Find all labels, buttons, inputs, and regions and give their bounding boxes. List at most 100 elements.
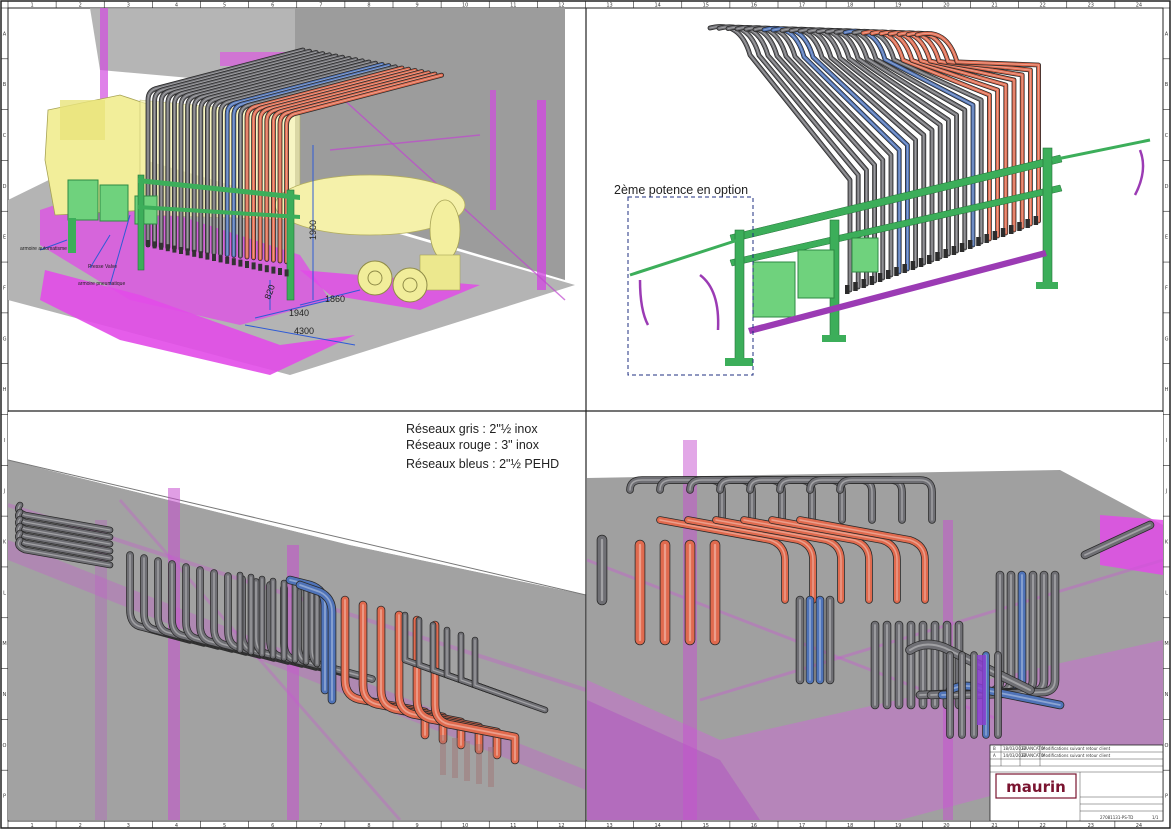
grid-row-label: H: [1165, 387, 1169, 393]
grid-col-label: 22: [1040, 3, 1046, 9]
callout-armoire-pneumatique: armoire pneumatique: [78, 281, 125, 287]
network-red-label: Réseaux rouge : 3" inox: [406, 438, 540, 452]
grid-row-label: A: [1165, 31, 1169, 37]
rev-a-date: 14/03/2022: [1003, 753, 1027, 758]
pipe-network-bottom-left: [15, 501, 549, 787]
grid-col-label: 14: [655, 3, 661, 9]
dimension-lines: [39, 145, 361, 346]
grid-row-label: H: [3, 387, 7, 393]
company-logo: [995, 773, 1077, 799]
grid-row-label: J: [1165, 489, 1167, 495]
grid-col-label: 10: [462, 3, 468, 9]
title-block: 18/03/2022 BRANCATO Modifications suivan…: [989, 744, 1164, 822]
grid-col-label: 8: [367, 823, 370, 829]
grid-col-label: 17: [799, 823, 805, 829]
view-top-left: 1900 820 1860 1940 4300 armoire automati…: [8, 8, 575, 375]
grid-col-label: 12: [558, 3, 564, 9]
sheet-number: 1/1: [1152, 815, 1159, 820]
network-blue-label: Réseaux bleus : 2"½ PEHD: [406, 457, 559, 471]
grid-row-label: O: [1165, 743, 1169, 749]
grid-col-label: 7: [319, 823, 322, 829]
grid-row-label: O: [3, 743, 7, 749]
dim-1900: 1900: [308, 220, 318, 240]
grid-col-label: 19: [895, 823, 901, 829]
grid-col-label: 6: [271, 823, 274, 829]
drawing-number: 27081131-PS-TD: [1100, 815, 1133, 820]
network-grey-label: Réseaux gris : 2"½ inox: [406, 422, 538, 436]
grid-col-label: 17: [799, 3, 805, 9]
grid-col-label: 16: [751, 3, 757, 9]
rev-a-letter: A: [993, 753, 996, 758]
grid-col-label: 12: [558, 823, 564, 829]
grid-col-label: 4: [175, 3, 178, 9]
grid-row-label: D: [3, 184, 7, 190]
grid-row-label: D: [1165, 184, 1169, 190]
grid-col-label: 24: [1136, 3, 1142, 9]
grid-col-label: 7: [319, 3, 322, 9]
grid-col-label: 18: [847, 823, 853, 829]
grid-col-label: 20: [943, 823, 949, 829]
grid-row-label: N: [1165, 692, 1169, 698]
grid-col-label: 19: [895, 3, 901, 9]
grid-row-label: M: [1164, 641, 1168, 647]
grid-row-label: L: [3, 590, 6, 596]
grid-row-label: N: [3, 692, 7, 698]
grid-row-label: E: [1165, 235, 1168, 241]
grid-col-label: 1: [30, 3, 33, 9]
grid-row-label: C: [1165, 133, 1169, 139]
rev-a-desc: Modifications suivant retour client: [1042, 753, 1111, 758]
grid-col-label: 6: [271, 3, 274, 9]
grid-col-label: 9: [415, 823, 418, 829]
dim-1940: 1940: [289, 308, 309, 318]
grid-row-label: I: [4, 438, 5, 444]
grid-row-label: B: [3, 82, 7, 88]
dim-1860: 1860: [325, 294, 345, 304]
option-box: [627, 196, 754, 376]
grid-row-label: L: [1165, 590, 1168, 596]
grid-col-label: 23: [1088, 3, 1094, 9]
grid-row-label: B: [1165, 82, 1169, 88]
green-structure-top-left: [67, 174, 300, 301]
view-top-right: 2ème potence en option: [614, 24, 1151, 376]
grid-row-label: K: [1165, 540, 1169, 546]
grid-col-label: 11: [510, 3, 516, 9]
grid-col-label: 11: [510, 823, 516, 829]
grid-col-label: 1: [30, 823, 33, 829]
rev-b-date: 18/03/2022: [1003, 746, 1027, 751]
grid-col-label: 14: [655, 823, 661, 829]
green-structure-top-right: [629, 138, 1151, 366]
grid-row-label: A: [3, 31, 7, 37]
grid-col-label: 10: [462, 823, 468, 829]
grid-col-label: 21: [991, 3, 997, 9]
grid-row-label: J: [3, 489, 5, 495]
grid-row-label: F: [1165, 285, 1168, 291]
grid-row-label: I: [1166, 438, 1167, 444]
grid-col-label: 18: [847, 3, 853, 9]
grid-col-label: 4: [175, 823, 178, 829]
callout-armoire-automatisme: armoire automatisme: [20, 246, 67, 252]
grid-col-label: 21: [991, 823, 997, 829]
logo-text: maurin: [1006, 778, 1066, 796]
option-label: 2ème potence en option: [614, 183, 748, 197]
rev-b-author: BRANCATO: [1022, 746, 1044, 751]
grid-col-label: 23: [1088, 823, 1094, 829]
pipe-bank-top-left: [145, 47, 444, 265]
dim-820: 820: [262, 283, 277, 301]
grid-row-label: F: [3, 285, 6, 291]
grid-col-label: 15: [703, 3, 709, 9]
grid-col-label: 15: [703, 823, 709, 829]
grid-col-label: 13: [606, 823, 612, 829]
grid-col-label: 5: [223, 3, 226, 9]
grid-row-label: G: [3, 336, 7, 342]
grid-col-label: 2: [79, 3, 82, 9]
grid-col-label: 2: [79, 823, 82, 829]
rev-b-desc: Modifications suivant retour client: [1042, 746, 1111, 751]
grid-col-label: 13: [606, 3, 612, 9]
grid-col-label: 24: [1136, 823, 1142, 829]
grid-row-label: P: [1165, 794, 1168, 800]
grid-row-label: M: [2, 641, 6, 647]
grid-col-label: 5: [223, 823, 226, 829]
grid-col-label: 16: [751, 823, 757, 829]
grid-col-label: 8: [367, 3, 370, 9]
